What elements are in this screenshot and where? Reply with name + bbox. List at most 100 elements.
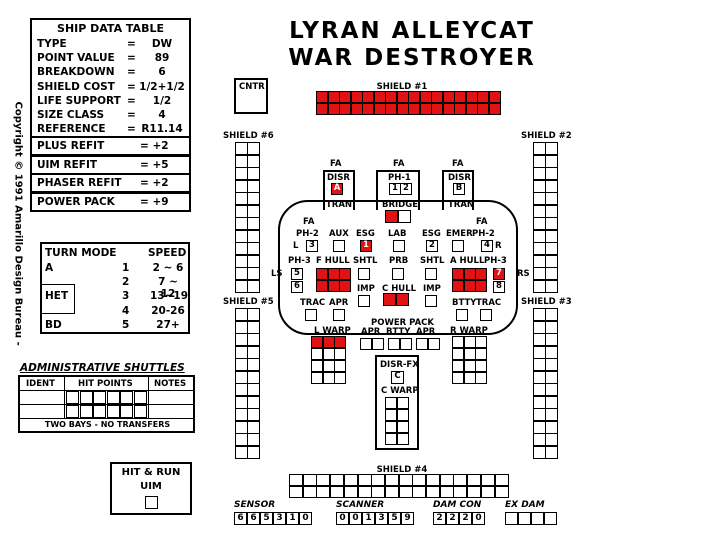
shuttle-hit-point-box[interactable] — [79, 405, 93, 418]
shield-4-box[interactable] — [384, 474, 399, 486]
shield-1-box[interactable] — [419, 91, 432, 103]
shield-1-box[interactable] — [408, 103, 420, 115]
shield-4-box[interactable] — [343, 474, 358, 486]
l-warp-box[interactable] — [334, 360, 346, 372]
c-warp-box[interactable] — [385, 433, 397, 445]
shield-5-box[interactable] — [247, 308, 260, 321]
shield-2-box[interactable] — [545, 204, 558, 218]
shield-5-box[interactable] — [247, 395, 260, 409]
shield-1-box[interactable] — [362, 103, 374, 115]
shield-6-box[interactable] — [247, 154, 260, 168]
shield-5-box[interactable] — [247, 445, 260, 459]
bridge-box[interactable] — [398, 210, 411, 223]
imp-right-box[interactable] — [425, 295, 437, 307]
c-warp-box[interactable] — [385, 421, 397, 433]
shield-5-box[interactable] — [247, 420, 260, 434]
shield-2-box[interactable] — [545, 179, 558, 193]
shield-4-box[interactable] — [343, 485, 358, 498]
dam-con-track-box[interactable]: 0 — [472, 512, 485, 525]
shield-4-box[interactable] — [453, 474, 468, 486]
r-warp-box[interactable] — [452, 348, 464, 360]
shield-1-box[interactable] — [477, 91, 489, 103]
scanner-track-box[interactable]: 3 — [375, 512, 388, 525]
shield-2-box[interactable] — [545, 192, 558, 205]
trac-right-box[interactable] — [480, 309, 492, 321]
shield-6-box[interactable] — [247, 179, 260, 193]
shield-3-box[interactable] — [545, 408, 558, 421]
shield-5-box[interactable] — [247, 358, 260, 371]
shield-6-box[interactable] — [247, 217, 260, 230]
shield-6-box[interactable] — [247, 242, 260, 255]
shield-1-box[interactable] — [339, 103, 351, 115]
shuttle-hit-point-box[interactable] — [106, 391, 120, 404]
pp-apr-box[interactable] — [360, 338, 372, 350]
shield-1-box[interactable] — [350, 103, 363, 115]
l-warp-box[interactable] — [334, 372, 346, 384]
shield-4-box[interactable] — [289, 485, 303, 498]
shield-2-box[interactable] — [545, 154, 558, 168]
scanner-track-box[interactable]: 0 — [349, 512, 362, 525]
c-hull-box[interactable] — [396, 293, 409, 306]
ex-dam-track-box[interactable] — [518, 512, 531, 525]
shield-1-box[interactable] — [419, 103, 432, 115]
dam-con-track-box[interactable]: 2 — [459, 512, 472, 525]
sensor-track-box[interactable]: 0 — [299, 512, 312, 525]
shield-6-box[interactable] — [247, 142, 260, 155]
ph3-left-box-5[interactable]: 5 — [291, 268, 303, 280]
shield-4-box[interactable] — [357, 485, 372, 498]
pp-btty-box[interactable] — [400, 338, 412, 350]
shield-1-box[interactable] — [442, 91, 455, 103]
r-warp-box[interactable] — [463, 348, 476, 360]
scanner-track-box[interactable]: 0 — [336, 512, 349, 525]
r-warp-box[interactable] — [463, 336, 476, 348]
shuttle-hit-point-box[interactable] — [93, 391, 106, 404]
c-warp-box[interactable] — [385, 409, 397, 421]
shield-6-box[interactable] — [247, 192, 260, 205]
shield-4-box[interactable] — [330, 485, 345, 498]
l-warp-box[interactable] — [334, 348, 346, 360]
shield-5-box[interactable] — [247, 333, 260, 346]
sensor-track-box[interactable]: 6 — [247, 512, 260, 525]
r-warp-box[interactable] — [452, 360, 464, 372]
shield-2-box[interactable] — [545, 229, 558, 243]
dam-con-track-box[interactable]: 2 — [446, 512, 459, 525]
lab-box[interactable] — [393, 240, 405, 252]
r-warp-box[interactable] — [475, 360, 487, 372]
shield-3-box[interactable] — [545, 420, 558, 434]
disr-fx-c-box[interactable]: C — [391, 371, 404, 384]
shield-4-box[interactable] — [371, 485, 386, 498]
ph3-right-box-7[interactable]: 7 — [493, 268, 505, 280]
shield-4-box[interactable] — [357, 474, 372, 486]
aux-box[interactable] — [333, 240, 345, 252]
ex-dam-track-box[interactable] — [531, 512, 544, 525]
r-warp-box[interactable] — [475, 336, 487, 348]
shield-6-box[interactable] — [247, 267, 260, 280]
shield-1-box[interactable] — [316, 103, 328, 115]
c-warp-box[interactable] — [397, 433, 409, 445]
l-warp-box[interactable] — [322, 336, 335, 348]
disr-a-box[interactable]: A — [331, 183, 343, 195]
shield-4-box[interactable] — [426, 474, 440, 486]
shield-4-box[interactable] — [398, 474, 413, 486]
shield-1-box[interactable] — [431, 91, 443, 103]
uim-box[interactable] — [145, 496, 158, 509]
shield-1-box[interactable] — [350, 91, 363, 103]
shield-4-box[interactable] — [480, 485, 495, 498]
c-warp-box[interactable] — [397, 421, 409, 433]
shuttle-hit-point-box[interactable] — [79, 391, 93, 404]
bridge-box[interactable] — [385, 210, 398, 223]
shield-1-box[interactable] — [488, 91, 501, 103]
shtl-left-box[interactable] — [358, 268, 370, 280]
r-warp-box[interactable] — [475, 348, 487, 360]
shield-3-box[interactable] — [545, 308, 558, 321]
imp-left-box[interactable] — [358, 295, 370, 307]
shield-2-box[interactable] — [545, 267, 558, 280]
c-warp-box[interactable] — [397, 397, 409, 409]
ph3-left-box-6[interactable]: 6 — [291, 281, 303, 293]
l-warp-box[interactable] — [311, 336, 323, 348]
shield-4-box[interactable] — [412, 474, 427, 486]
sensor-track-box[interactable]: 3 — [273, 512, 286, 525]
pp-apr-box[interactable] — [428, 338, 440, 350]
shield-1-box[interactable] — [454, 103, 466, 115]
r-warp-box[interactable] — [475, 372, 487, 384]
